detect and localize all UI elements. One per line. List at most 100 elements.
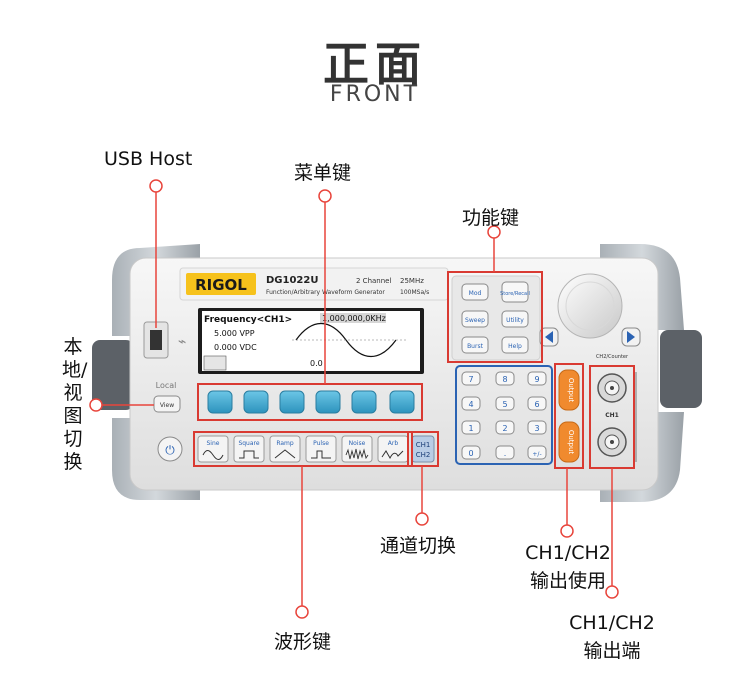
page-title: 正面 [323, 37, 427, 91]
output-buttons-highlight [554, 363, 584, 469]
left-handle [92, 340, 134, 410]
help-button[interactable] [501, 336, 529, 354]
sine-icon [202, 450, 224, 460]
output-port-label-line2: 输出端 [583, 640, 641, 662]
channel-switch-highlight [407, 431, 439, 467]
key-1[interactable] [461, 420, 481, 435]
wave-button-square[interactable] [233, 435, 265, 463]
store-recall-label: Store/Recall [500, 291, 530, 297]
softkey-4[interactable] [315, 390, 341, 414]
wave-button-sine[interactable] [197, 435, 229, 463]
usb-host-label: USB Host [104, 148, 193, 170]
square-icon [239, 450, 259, 459]
key-8-label: 8 [502, 375, 507, 384]
arrow-left-icon [545, 331, 553, 343]
keypad-highlight [455, 365, 553, 465]
store-recall-button[interactable] [501, 281, 529, 303]
softkey-6[interactable] [389, 390, 415, 414]
key-sign[interactable] [527, 445, 547, 460]
usb-icon: ⌁ [178, 334, 186, 350]
screen-header: Frequency<CH1> [204, 315, 292, 325]
freq-text: 25MHz [400, 277, 424, 285]
waveform-keys-label: 波形键 [274, 631, 332, 653]
rate-text: 100MSa/s [400, 289, 429, 296]
channel-switch-label: 通道切换 [380, 535, 457, 557]
help-label: Help [508, 343, 522, 350]
key-dot[interactable] [495, 445, 515, 460]
power-button[interactable] [157, 436, 183, 462]
burst-button[interactable] [461, 336, 489, 354]
pulse-icon [311, 450, 331, 459]
mod-label: Mod [469, 290, 482, 297]
page-subtitle: FRONT [329, 82, 421, 107]
output-use-callout-marker [560, 524, 574, 538]
screen-page-tab [203, 355, 227, 371]
key-6[interactable] [527, 396, 547, 411]
ch1-switch-label: CH1 [416, 441, 431, 449]
key-9[interactable] [527, 371, 547, 386]
freq-highlight [320, 313, 386, 323]
usb-callout-marker [149, 179, 163, 193]
screen-phase: 0.0 [310, 359, 323, 368]
usb-slot [150, 330, 162, 350]
ch1-connector-label: CH1 [605, 412, 619, 419]
key-7-label: 7 [468, 375, 473, 384]
ch2-switch-label: CH2 [416, 451, 431, 459]
model-text: DG1022U [266, 275, 318, 286]
arb-icon [381, 450, 404, 460]
key-7[interactable] [461, 371, 481, 386]
screen-amplitude: 5.000 VPP [214, 329, 255, 338]
key-9-label: 9 [534, 375, 539, 384]
key-dot-label: . [504, 449, 507, 458]
utility-label: Utility [506, 317, 524, 324]
key-5-label: 5 [502, 400, 507, 409]
wave-button-pulse[interactable] [305, 435, 337, 463]
channels-text: 2 Channel [356, 277, 391, 285]
menu-callout-marker [318, 189, 332, 203]
key-1-label: 1 [468, 424, 473, 433]
key-2-label: 2 [502, 424, 507, 433]
output-port-label-line1: CH1/CH2 [569, 612, 655, 634]
menu-keys-label: 菜单键 [294, 162, 352, 184]
wave-label-ramp: Ramp [276, 440, 294, 447]
ramp-icon [274, 449, 296, 459]
wave-label-pulse: Pulse [313, 440, 329, 447]
utility-button[interactable] [501, 310, 529, 328]
softkey-1[interactable] [207, 390, 233, 414]
waveform-buttons: Sine Square Ramp Pulse Noise Arb [197, 435, 409, 463]
softkey-3[interactable] [279, 390, 305, 414]
key-3[interactable] [527, 420, 547, 435]
key-0[interactable] [461, 445, 481, 460]
waveform-callout-marker [295, 605, 309, 619]
function-keys-highlight [447, 271, 543, 363]
local-callout-marker [89, 398, 103, 412]
key-2[interactable] [495, 420, 515, 435]
softkey-5[interactable] [351, 390, 377, 414]
rotary-knob[interactable] [557, 273, 623, 339]
key-3-label: 3 [534, 424, 539, 433]
key-5[interactable] [495, 396, 515, 411]
right-handle [660, 330, 702, 408]
output-ch1-button[interactable] [558, 421, 580, 463]
function-keys-label: 功能键 [462, 207, 520, 229]
wave-label-arb: Arb [388, 440, 399, 447]
softkey-2[interactable] [243, 390, 269, 414]
numeric-keypad: 7 8 9 4 5 6 1 2 3 0 . +/- [461, 371, 547, 460]
menu-keys-highlight [197, 383, 423, 421]
menu-softkeys [207, 390, 415, 414]
output-ch2-button[interactable] [558, 369, 580, 411]
key-4[interactable] [461, 396, 481, 411]
counter-label: CH2/Counter [596, 354, 629, 360]
bnc-ch2-pin [610, 386, 614, 390]
mod-button[interactable] [461, 283, 489, 301]
output-use-label-line2: 输出使用 [529, 570, 606, 592]
power-icon: ⏻ [165, 443, 175, 457]
brand-badge [186, 273, 256, 295]
key-8[interactable] [495, 371, 515, 386]
wave-label-square: Square [238, 440, 259, 447]
sweep-button[interactable] [461, 310, 489, 328]
local-view-button[interactable] [153, 395, 181, 413]
view-label: View [160, 402, 174, 409]
bumper-bottom-right [600, 412, 684, 502]
